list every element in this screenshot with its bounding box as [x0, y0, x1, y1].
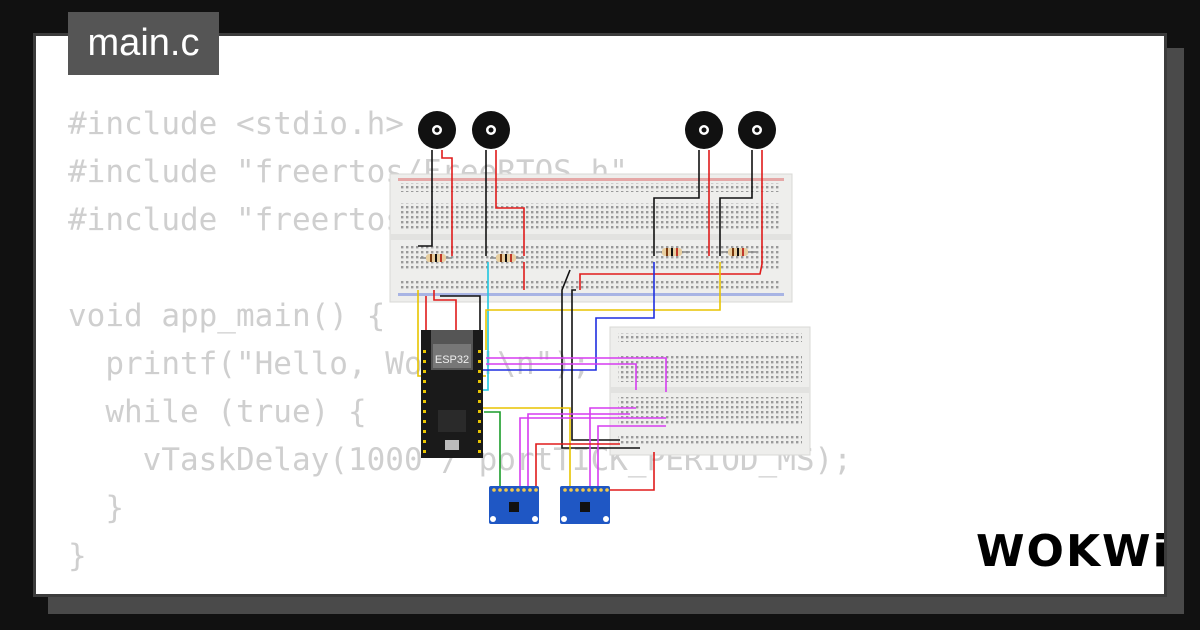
- code-line: }: [68, 538, 87, 574]
- resistor-icon: [722, 248, 756, 256]
- buzzer-icon: [685, 111, 723, 149]
- resistor-icon: [656, 248, 690, 256]
- wokwi-logo: WOKWi: [976, 526, 1170, 577]
- code-line: while (true) {: [68, 394, 367, 430]
- buzzer-icon: [418, 111, 456, 149]
- file-tab[interactable]: main.c: [68, 12, 219, 75]
- esp32-board: ESP32: [421, 330, 483, 458]
- resistor-icon: [490, 254, 524, 262]
- breadboard-upper: [389, 173, 793, 303]
- code-line: void app_main() {: [68, 298, 386, 334]
- esp32-label: ESP32: [435, 354, 469, 366]
- buzzer-icon: [472, 111, 510, 149]
- breadboard-lower: [609, 326, 811, 456]
- code-line: #include <stdio.h>: [68, 106, 404, 142]
- buzzer-icon: [738, 111, 776, 149]
- wires: [417, 150, 763, 491]
- mpu6050-sensor: [560, 486, 610, 524]
- resistor-icon: [420, 254, 452, 262]
- code-line: }: [68, 490, 124, 526]
- mpu6050-sensor: [489, 486, 539, 524]
